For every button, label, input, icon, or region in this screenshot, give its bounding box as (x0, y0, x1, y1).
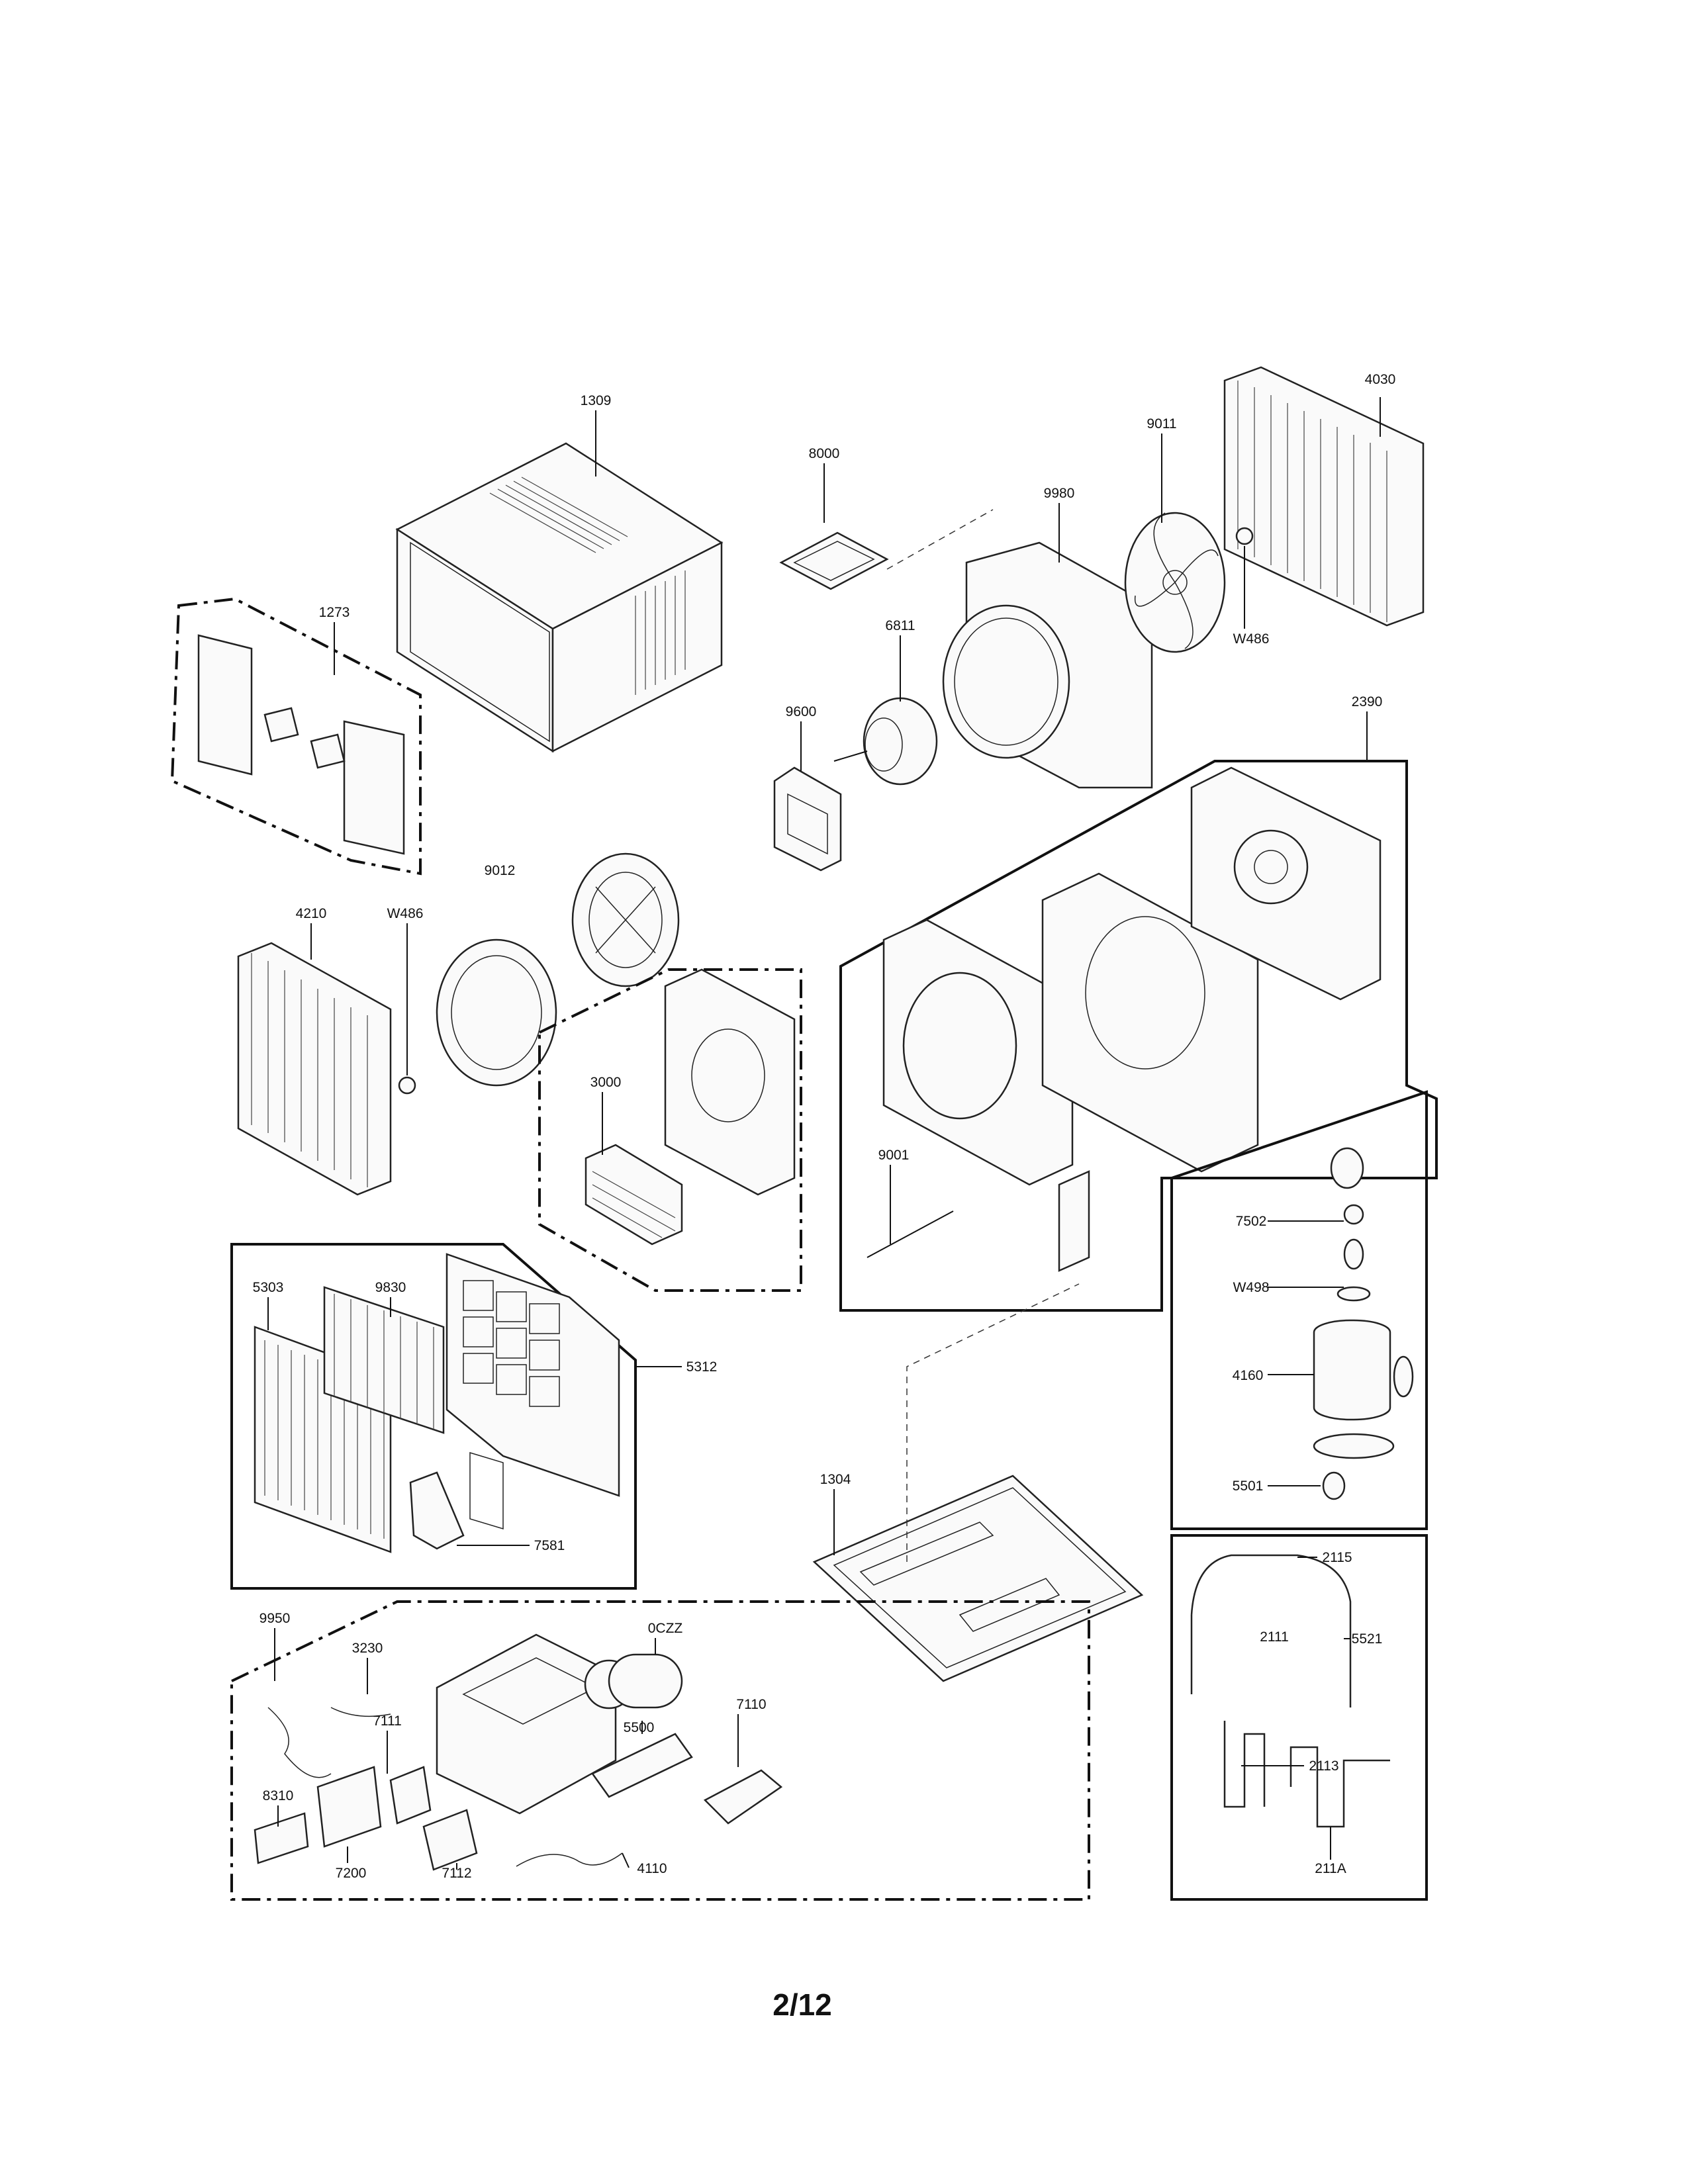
tubing-group (1170, 1534, 1428, 1901)
label-1273: 1273 (319, 605, 350, 620)
label-7200: 7200 (336, 1866, 367, 1881)
bracket-group-part-1273 (170, 597, 422, 876)
label-9980: 9980 (1044, 486, 1075, 501)
part-labels: 1309 8000 9980 9011 4030 1273 6811 W486 … (253, 372, 1396, 1881)
electrical-group (230, 1600, 1090, 1901)
label-4110: 4110 (637, 1861, 667, 1876)
evaporator-coil-part-4210 (237, 923, 392, 1196)
label-9830: 9830 (375, 1280, 406, 1295)
fan-motor-part-6811 (833, 635, 938, 786)
label-3230: 3230 (352, 1641, 383, 1656)
label-7502: 7502 (1236, 1214, 1267, 1229)
motor-mount-part-9600 (773, 721, 842, 872)
label-4210: 4210 (296, 906, 327, 921)
label-1304: 1304 (820, 1472, 851, 1487)
label-w486-upper: W486 (1233, 631, 1270, 647)
label-2390: 2390 (1352, 694, 1383, 709)
label-7111: 7111 (373, 1713, 402, 1729)
rod-part-9001 (867, 1165, 1090, 1272)
divider-assembly-group-part-2390 (839, 711, 1438, 1312)
fan-blade-part-9011 (1124, 433, 1226, 653)
label-2115: 2115 (1322, 1550, 1352, 1565)
label-7581: 7581 (534, 1538, 565, 1553)
label-2111: 2111 (1260, 1629, 1289, 1645)
clip-part-w486-upper (1235, 527, 1254, 629)
label-5303: 5303 (253, 1280, 284, 1295)
label-9012: 9012 (485, 863, 516, 878)
compressor-group (1170, 1090, 1428, 1530)
label-9950: 9950 (259, 1611, 291, 1626)
blower-wheel-part-9012 (571, 852, 680, 987)
label-5501: 5501 (1233, 1479, 1264, 1494)
label-3000: 3000 (590, 1075, 622, 1090)
shroud-part-9980 (942, 503, 1153, 789)
heater-group-part-3000 (538, 968, 802, 1292)
label-5500: 5500 (624, 1720, 655, 1735)
label-7110: 7110 (736, 1697, 766, 1712)
label-6811: 6811 (885, 618, 915, 633)
base-plate-part-8000 (779, 463, 994, 590)
label-9600: 9600 (786, 704, 817, 719)
label-4030: 4030 (1365, 372, 1396, 387)
label-9001: 9001 (878, 1148, 910, 1163)
front-panel-group (230, 1243, 682, 1590)
label-5521: 5521 (1352, 1631, 1383, 1647)
label-4160: 4160 (1233, 1368, 1264, 1383)
label-0czz: 0CZZ (648, 1621, 683, 1636)
label-1309: 1309 (581, 393, 612, 408)
label-w486-lower: W486 (387, 906, 424, 921)
label-5312: 5312 (686, 1359, 718, 1375)
cabinet-part-1309 (395, 410, 724, 753)
label-9011: 9011 (1147, 416, 1176, 432)
label-211a: 211A (1315, 1861, 1346, 1876)
label-7112: 7112 (442, 1866, 471, 1881)
label-2113: 2113 (1309, 1758, 1338, 1774)
clip-part-w486-lower (398, 923, 416, 1095)
label-8310: 8310 (263, 1788, 294, 1803)
label-8000: 8000 (809, 446, 840, 461)
condenser-coil-part-4030 (1223, 366, 1425, 627)
label-w498: W498 (1233, 1280, 1270, 1295)
page-number: 2/12 (773, 1987, 832, 2022)
orifice-ring (436, 938, 557, 1087)
base-pan-part-1304 (812, 1283, 1144, 1682)
